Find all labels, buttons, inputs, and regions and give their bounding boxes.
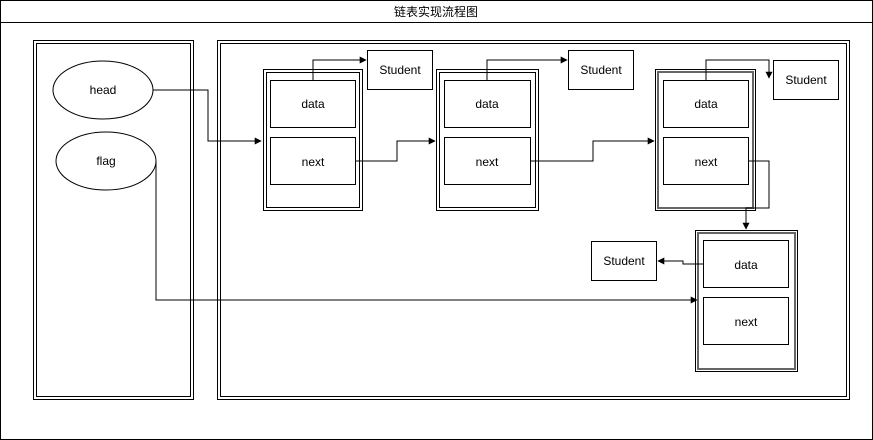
flag-to-node-4-arrow: [155, 161, 698, 304]
node-4-data-to-student-arrow: [657, 257, 703, 265]
node-2-next-to-node-3-arrow: [530, 137, 655, 162]
node-4-next-label: next: [735, 315, 758, 329]
pointer-container: [33, 40, 194, 400]
student-4-label: Student: [603, 254, 645, 268]
node-1-data-to-student-arrow: [312, 56, 367, 80]
list-node-3: data next: [655, 69, 756, 211]
node-2-data-cell: [444, 80, 531, 128]
node-2-data-to-student-arrow: [486, 56, 568, 80]
node-2-next-label: next: [476, 155, 499, 169]
head-pointer: head: [52, 60, 154, 120]
node-3-data-cell: [663, 80, 749, 128]
flag-pointer: flag: [55, 131, 157, 191]
node-3-data-to-student-arrow: [705, 59, 773, 80]
list-node-4: data next: [695, 230, 798, 372]
student-box-1: Student: [367, 50, 433, 90]
diagram-title: 链表实现流程图: [394, 4, 478, 19]
node-4-data-label: data: [734, 258, 758, 272]
node-1-data-label: data: [301, 97, 325, 111]
head-to-node-1-arrow: [153, 89, 262, 145]
node-3-data-label: data: [694, 97, 718, 111]
node-4-data-cell: [703, 240, 789, 288]
student-box-3: Student: [773, 60, 839, 100]
node-2-data-label: data: [475, 97, 499, 111]
node-3-next-to-node-4-arrow: [742, 160, 770, 230]
student-1-label: Student: [379, 63, 421, 77]
student-2-label: Student: [580, 63, 622, 77]
node-2-next-cell: [444, 137, 531, 185]
node-1-data-cell: [270, 80, 356, 128]
student-box-2: Student: [568, 50, 634, 90]
student-3-label: Student: [785, 73, 827, 87]
student-box-4: Student: [591, 241, 657, 281]
node-4-next-cell: [703, 297, 789, 345]
node-3-next-label: next: [695, 155, 718, 169]
flag-label: flag: [96, 154, 115, 168]
node-1-next-label: next: [302, 155, 325, 169]
list-container: [217, 40, 850, 400]
node-3-next-cell: [663, 137, 749, 185]
node-1-next-to-node-2-arrow: [355, 137, 436, 162]
head-label: head: [90, 83, 117, 97]
